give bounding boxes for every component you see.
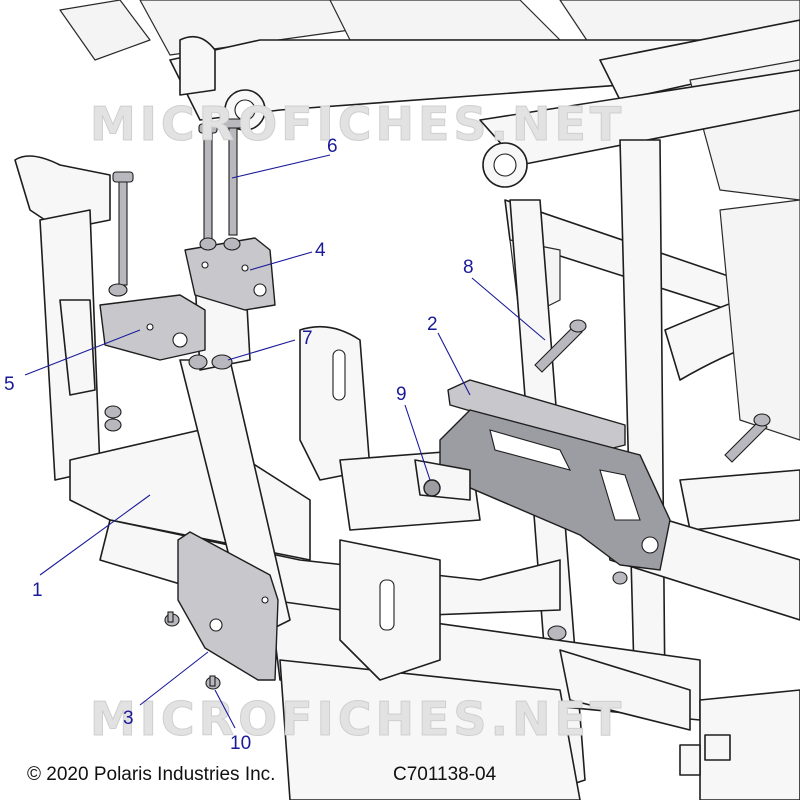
- copyright-text: © 2020 Polaris Industries Inc.: [27, 764, 276, 785]
- mount-bolts: [534, 319, 771, 463]
- long-bolts: [112, 118, 243, 286]
- callout-1: 1: [32, 580, 43, 601]
- callout-9: 9: [396, 384, 407, 405]
- bracket-upper-left: [99, 294, 206, 361]
- leader-lines: [24, 154, 546, 729]
- callout-2: 2: [427, 314, 438, 335]
- bracket-upper-right: [184, 237, 276, 311]
- callout-4: 4: [315, 240, 326, 261]
- callout-6: 6: [327, 136, 338, 157]
- shield-screws: [164, 611, 221, 690]
- callout-8: 8: [463, 257, 474, 278]
- mount-nut: [414, 459, 628, 641]
- watermark-top: MICROFICHES.NET: [90, 97, 625, 151]
- callout-3: 3: [123, 708, 134, 729]
- splash-shield: [177, 531, 279, 681]
- callout-5: 5: [4, 374, 15, 395]
- center-mount-bracket: [439, 379, 671, 571]
- upper-frame-structure: [59, 0, 800, 201]
- watermark-bottom: MICROFICHES.NET: [90, 692, 625, 746]
- callout-10: 10: [230, 733, 251, 754]
- flange-nuts: [104, 237, 241, 432]
- diagram-code: C701138-04: [393, 764, 497, 785]
- callout-7: 7: [302, 328, 313, 349]
- lower-right-structure: [559, 649, 800, 800]
